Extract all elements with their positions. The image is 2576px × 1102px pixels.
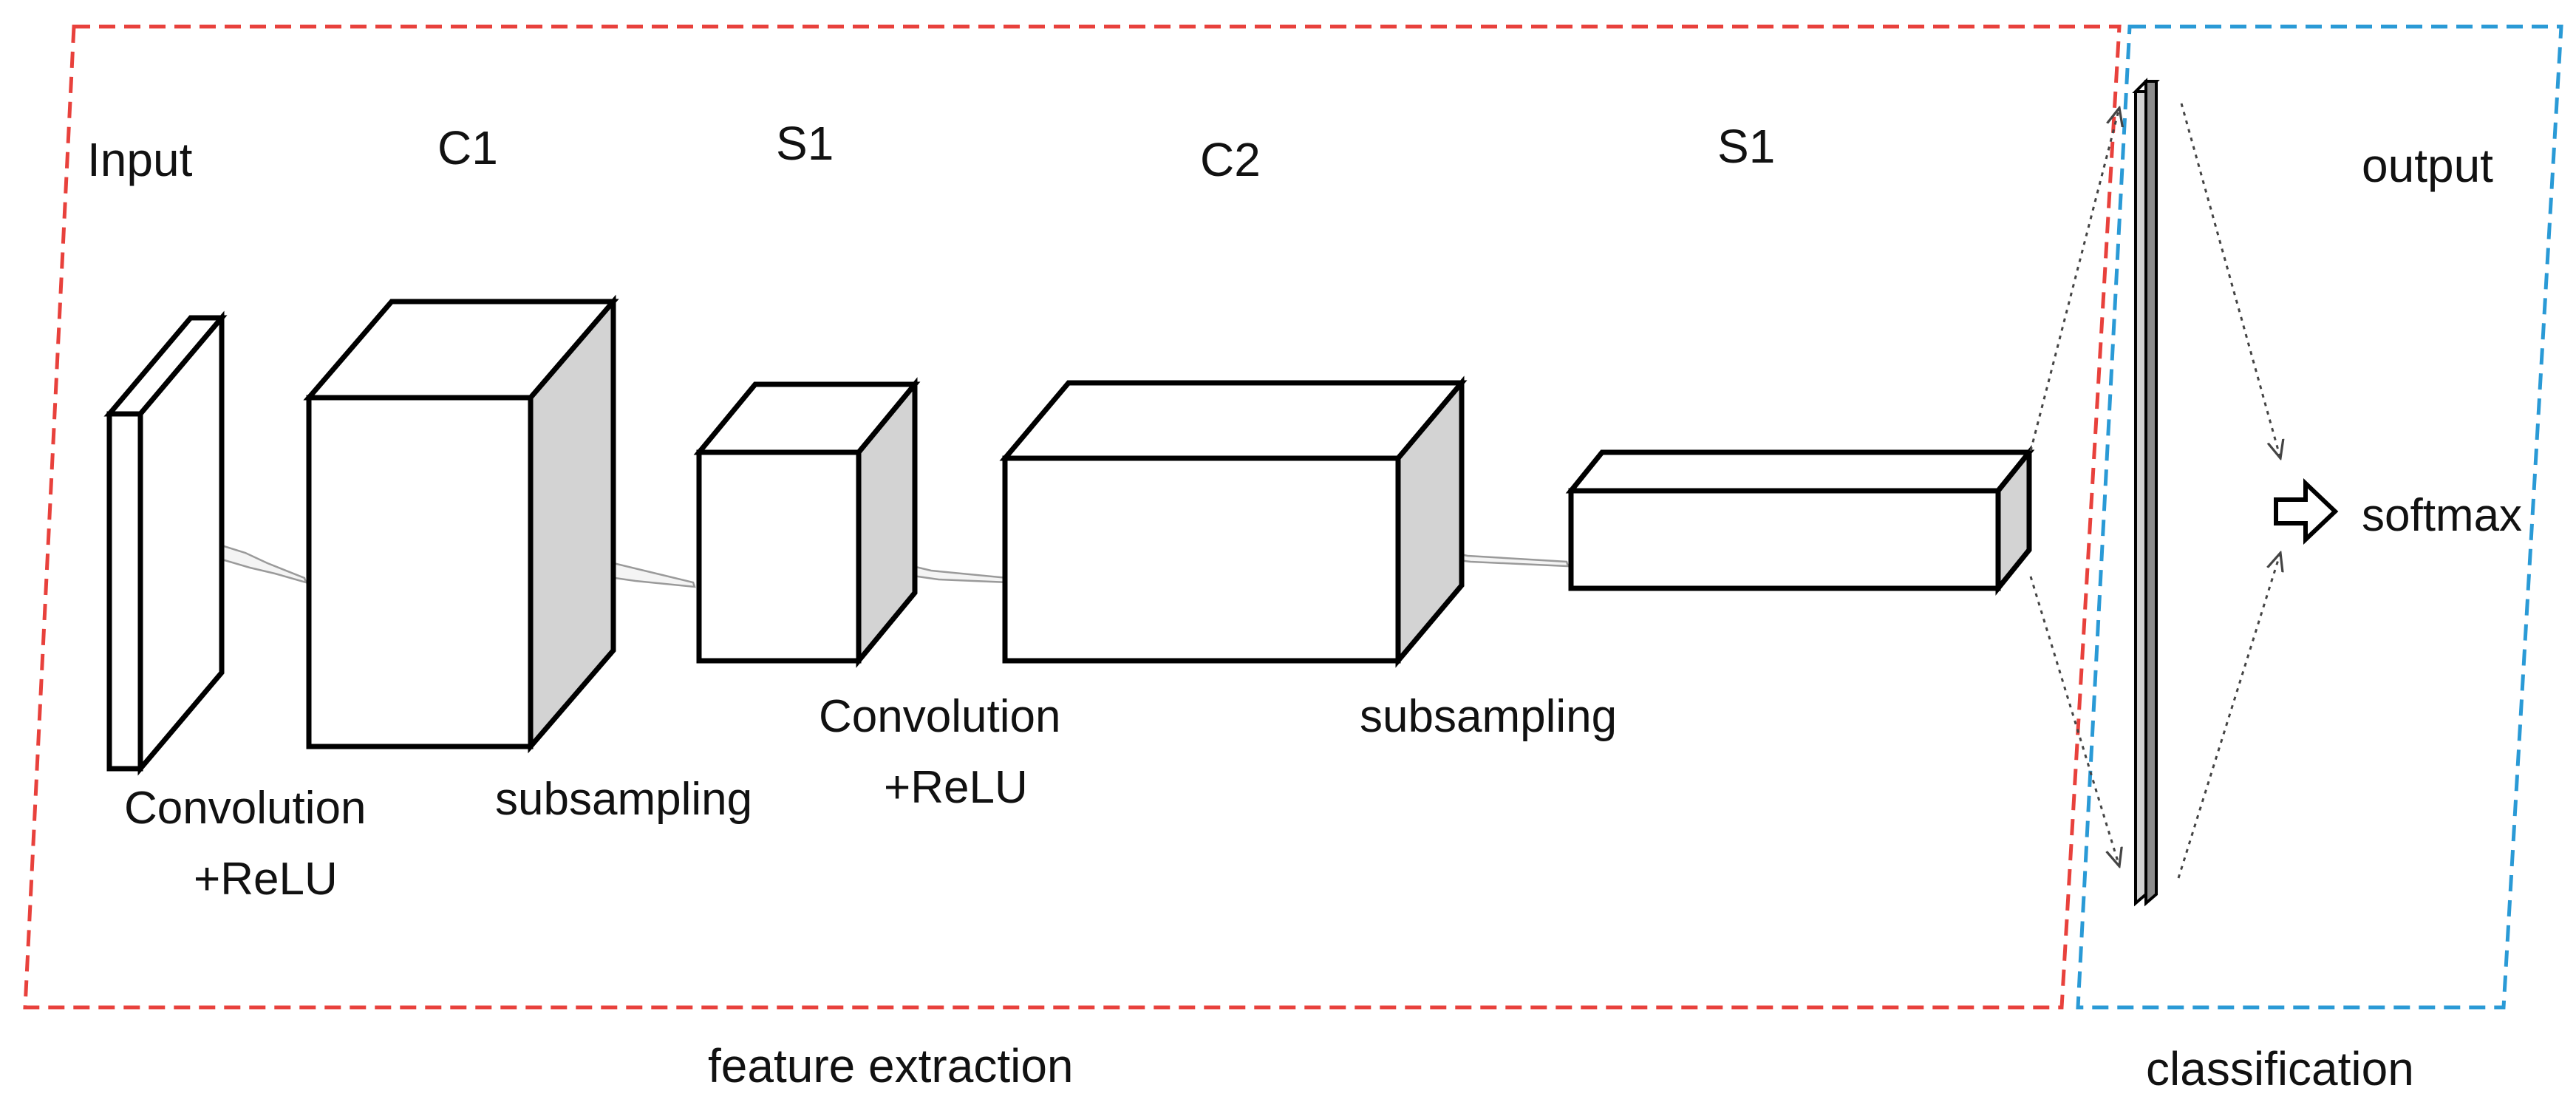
convolution-label-second: Convolution (819, 691, 1060, 742)
softmax-arrow-upper (2180, 103, 2280, 458)
flatten-arrow-lower (2029, 576, 2119, 866)
softmax-arrow-lower (2177, 553, 2280, 879)
relu-label-second: +ReLU (884, 762, 1028, 813)
hollow-right-arrow-icon (2274, 478, 2339, 545)
c1-feature-map-block (303, 294, 619, 754)
input-label: Input (87, 133, 193, 186)
c2-label: C2 (1200, 133, 1261, 186)
classification-label: classification (2146, 1042, 2414, 1095)
subsampling-label-second: subsampling (1360, 691, 1617, 742)
feature-extraction-label: feature extraction (708, 1039, 1074, 1092)
fully-connected-layer-block (2132, 78, 2160, 907)
s1-second-pooled-block (1565, 445, 2035, 596)
convolution-label-first: Convolution (124, 783, 366, 834)
s1-pooled-map-block (693, 377, 921, 668)
s1-label-first: S1 (776, 117, 834, 170)
feature-extraction-frame (23, 24, 2122, 1010)
c2-feature-map-block (999, 375, 1468, 668)
flatten-arrow-upper (2029, 108, 2119, 452)
s1-label-second: S1 (1717, 120, 1775, 173)
classification-frame (2076, 24, 2563, 1010)
output-label: output (2362, 139, 2493, 192)
softmax-label: softmax (2362, 490, 2522, 541)
c1-label: C1 (437, 121, 498, 174)
subsampling-label-first: subsampling (495, 774, 752, 825)
relu-label-first: +ReLU (194, 854, 338, 905)
input-layer-block (103, 310, 228, 776)
